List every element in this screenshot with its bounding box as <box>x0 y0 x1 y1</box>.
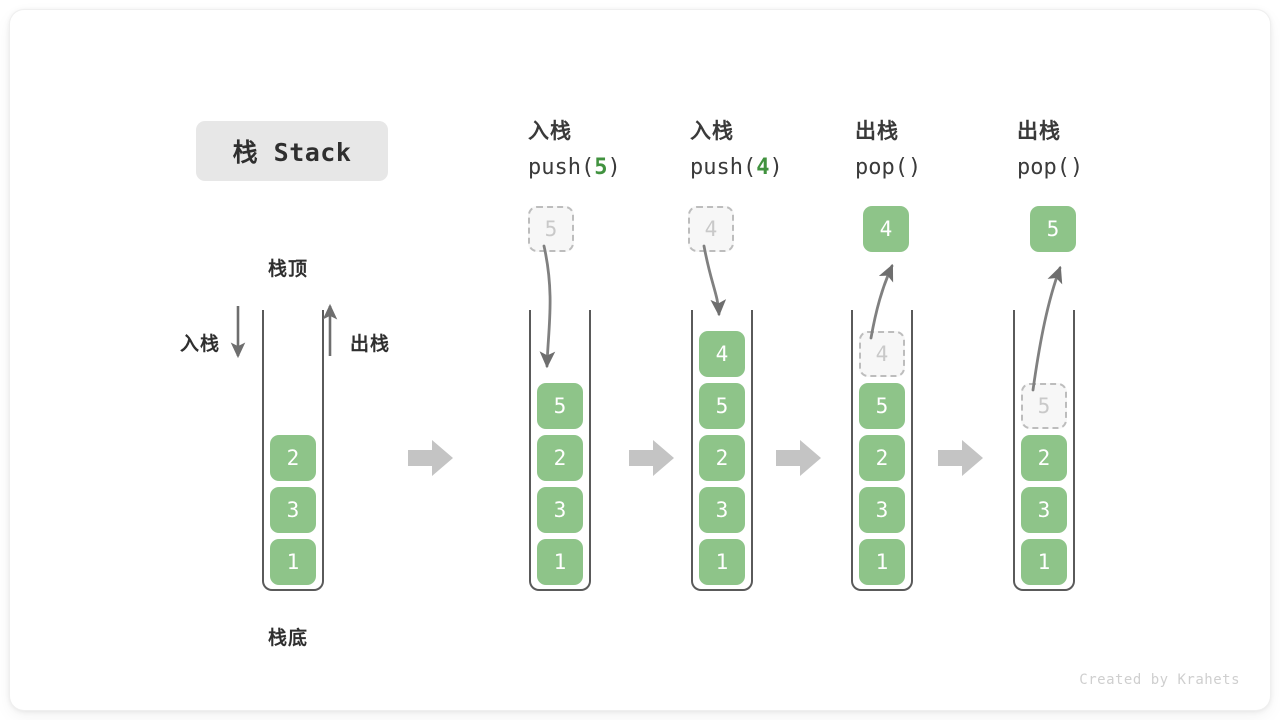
block-arrow-right-icon <box>938 440 983 476</box>
stack-cell: 2 <box>270 435 316 481</box>
step-op-code-suffix: ) <box>607 155 621 180</box>
diagram-card: 栈 Stack 栈顶 栈底 入栈 出栈 2 3 1 入栈 push(5) 5 5… <box>10 10 1270 710</box>
step-op-cn: 入栈 <box>690 119 734 143</box>
step-op-cn: 入栈 <box>528 119 572 143</box>
diagram-title-chip: 栈 Stack <box>196 121 388 181</box>
step-op-code-prefix: pop( <box>855 155 908 180</box>
stack-cell: 3 <box>537 487 583 533</box>
step-op-code-prefix: push( <box>690 155 757 180</box>
stack-cell: 1 <box>270 539 316 585</box>
stack-cell: 5 <box>859 383 905 429</box>
step-header-push-4: 入栈 push(4) <box>690 113 783 186</box>
stack-cell: 5 <box>699 383 745 429</box>
step-header-pop-1: 出栈 pop() <box>855 113 921 186</box>
stack-cell: 2 <box>859 435 905 481</box>
stack-cell: 2 <box>699 435 745 481</box>
stack-tube-base <box>262 310 324 591</box>
page-title: 栈 Stack <box>232 138 352 167</box>
base-pop-label: 出栈 <box>350 333 391 355</box>
step-header-pop-2: 出栈 pop() <box>1017 113 1083 186</box>
floating-element-ghost: 4 <box>688 206 734 252</box>
stack-cell: 5 <box>537 383 583 429</box>
stack-cell: 3 <box>1021 487 1067 533</box>
block-arrow-right-icon <box>629 440 674 476</box>
stack-bottom-label: 栈底 <box>268 627 309 649</box>
stack-cell: 1 <box>1021 539 1067 585</box>
step-op-code-prefix: pop( <box>1017 155 1070 180</box>
stack-cell-ghost: 5 <box>1021 383 1067 429</box>
stack-cell: 1 <box>699 539 745 585</box>
floating-element-popped: 4 <box>863 206 909 252</box>
floating-element-ghost: 5 <box>528 206 574 252</box>
step-op-cn: 出栈 <box>1017 119 1061 143</box>
credit-footer: Created by Krahets <box>1079 672 1240 688</box>
block-arrow-right-icon <box>408 440 453 476</box>
stack-top-label: 栈顶 <box>268 258 309 280</box>
stack-cell: 3 <box>859 487 905 533</box>
stack-cell: 1 <box>859 539 905 585</box>
stack-cell: 1 <box>537 539 583 585</box>
step-op-code-arg: 4 <box>756 155 770 180</box>
stack-cell: 2 <box>1021 435 1067 481</box>
stack-cell: 4 <box>699 331 745 377</box>
stack-cell-ghost: 4 <box>859 331 905 377</box>
block-arrow-right-icon <box>776 440 821 476</box>
push-motion-arrow-icon <box>702 244 727 317</box>
step-op-code-prefix: push( <box>528 155 595 180</box>
stack-tube-pop-1 <box>851 310 913 591</box>
stack-cell: 3 <box>270 487 316 533</box>
step-op-cn: 出栈 <box>855 119 899 143</box>
step-op-code-suffix: ) <box>1069 155 1084 180</box>
step-op-code-arg: 5 <box>594 155 608 180</box>
stack-cell: 3 <box>699 487 745 533</box>
floating-element-popped: 5 <box>1030 206 1076 252</box>
base-push-label: 入栈 <box>180 333 221 355</box>
step-header-push-5: 入栈 push(5) <box>528 113 621 186</box>
stack-tube-pop-2 <box>1013 310 1075 591</box>
stack-cell: 2 <box>537 435 583 481</box>
stack-tube-push-5 <box>529 310 591 591</box>
stack-tube-push-4 <box>691 310 753 591</box>
step-op-code-suffix: ) <box>907 155 922 180</box>
step-op-code-suffix: ) <box>769 155 783 180</box>
